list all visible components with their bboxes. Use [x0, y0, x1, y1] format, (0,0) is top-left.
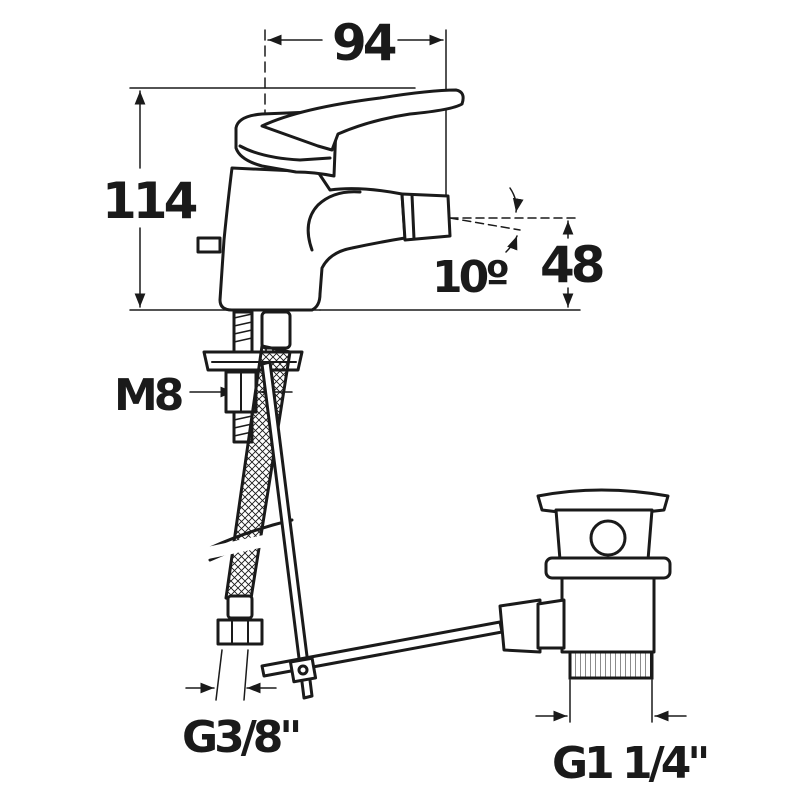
width-label: 94 [332, 14, 396, 72]
mixer-body [196, 88, 465, 312]
height-label: 114 [102, 172, 197, 230]
break-gap [205, 528, 297, 560]
lever-housing-neck [536, 598, 566, 650]
lever-housing [498, 598, 542, 654]
inlet-extension-left [215, 649, 223, 701]
spout-aerator [400, 192, 452, 242]
mixer-body-shell [218, 166, 407, 312]
waste-lower-body [560, 576, 656, 654]
spout-tilt-axis [449, 217, 521, 231]
hose-ferrule [226, 594, 254, 620]
popup-linkage [260, 360, 504, 700]
angle-label: 10º [432, 252, 508, 303]
angle-arrow-top [509, 187, 524, 213]
spout-curve [306, 190, 362, 252]
popup-vertical-rod [260, 360, 314, 700]
dimension-labels: 94 114 48 10º M8 G3/8" G1 1/4" [102, 14, 710, 789]
popup-rod-stub [196, 236, 222, 254]
clamp-screw [297, 664, 309, 676]
waste-assembly [498, 488, 672, 680]
inlet-thread-label: G3/8" [182, 712, 298, 763]
stud-label: M8 [114, 370, 182, 421]
waste-overflow-hole [589, 519, 627, 557]
mixer-lever [260, 88, 465, 152]
inlet-extension-right [243, 649, 249, 701]
waste-thread-label: G1 1/4" [552, 738, 706, 789]
spout-height-label: 48 [540, 236, 603, 294]
handle-cap-edge [238, 144, 332, 162]
waste-flange [544, 556, 672, 580]
angle-arrow-bottom [505, 235, 518, 253]
aerator-ring [410, 193, 416, 241]
hose-top-connector [260, 310, 292, 350]
hose-end-nut [216, 618, 264, 646]
waste-thread [568, 650, 654, 680]
mounting-assembly [202, 310, 304, 646]
